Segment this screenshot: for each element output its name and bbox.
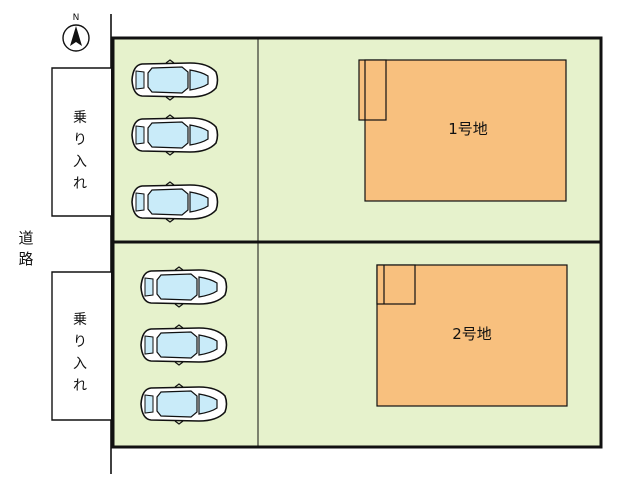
north-arrow-icon: N bbox=[62, 13, 90, 52]
house-1-entrance bbox=[358, 59, 387, 121]
car-6 bbox=[140, 383, 228, 425]
lot-2-label: 2号地 bbox=[452, 325, 492, 343]
vertical-label-char: れ bbox=[73, 176, 87, 192]
vertical-label-char: 路 bbox=[18, 250, 33, 268]
driveway-2 bbox=[51, 271, 111, 421]
north-label: N bbox=[73, 13, 80, 23]
vertical-label-char: 乗 bbox=[73, 110, 87, 126]
house-1 bbox=[364, 59, 567, 202]
car-3 bbox=[131, 181, 219, 223]
vertical-label-char: 乗 bbox=[73, 312, 87, 328]
vertical-label-char: 入 bbox=[73, 356, 87, 372]
vertical-label-char: れ bbox=[73, 378, 87, 394]
car-2 bbox=[131, 114, 219, 156]
road-label: 道路 bbox=[18, 229, 33, 268]
house-2-entrance bbox=[376, 264, 416, 305]
car-5 bbox=[140, 324, 228, 366]
vertical-label-char: 入 bbox=[73, 154, 87, 170]
vertical-label-char: 道 bbox=[18, 229, 33, 247]
vertical-label-char: り bbox=[73, 132, 87, 148]
vertical-label-char: り bbox=[73, 334, 87, 350]
car-1 bbox=[131, 59, 219, 101]
car-4 bbox=[140, 266, 228, 308]
lot-1-label: 1号地 bbox=[448, 120, 488, 138]
driveway-1 bbox=[51, 67, 111, 217]
